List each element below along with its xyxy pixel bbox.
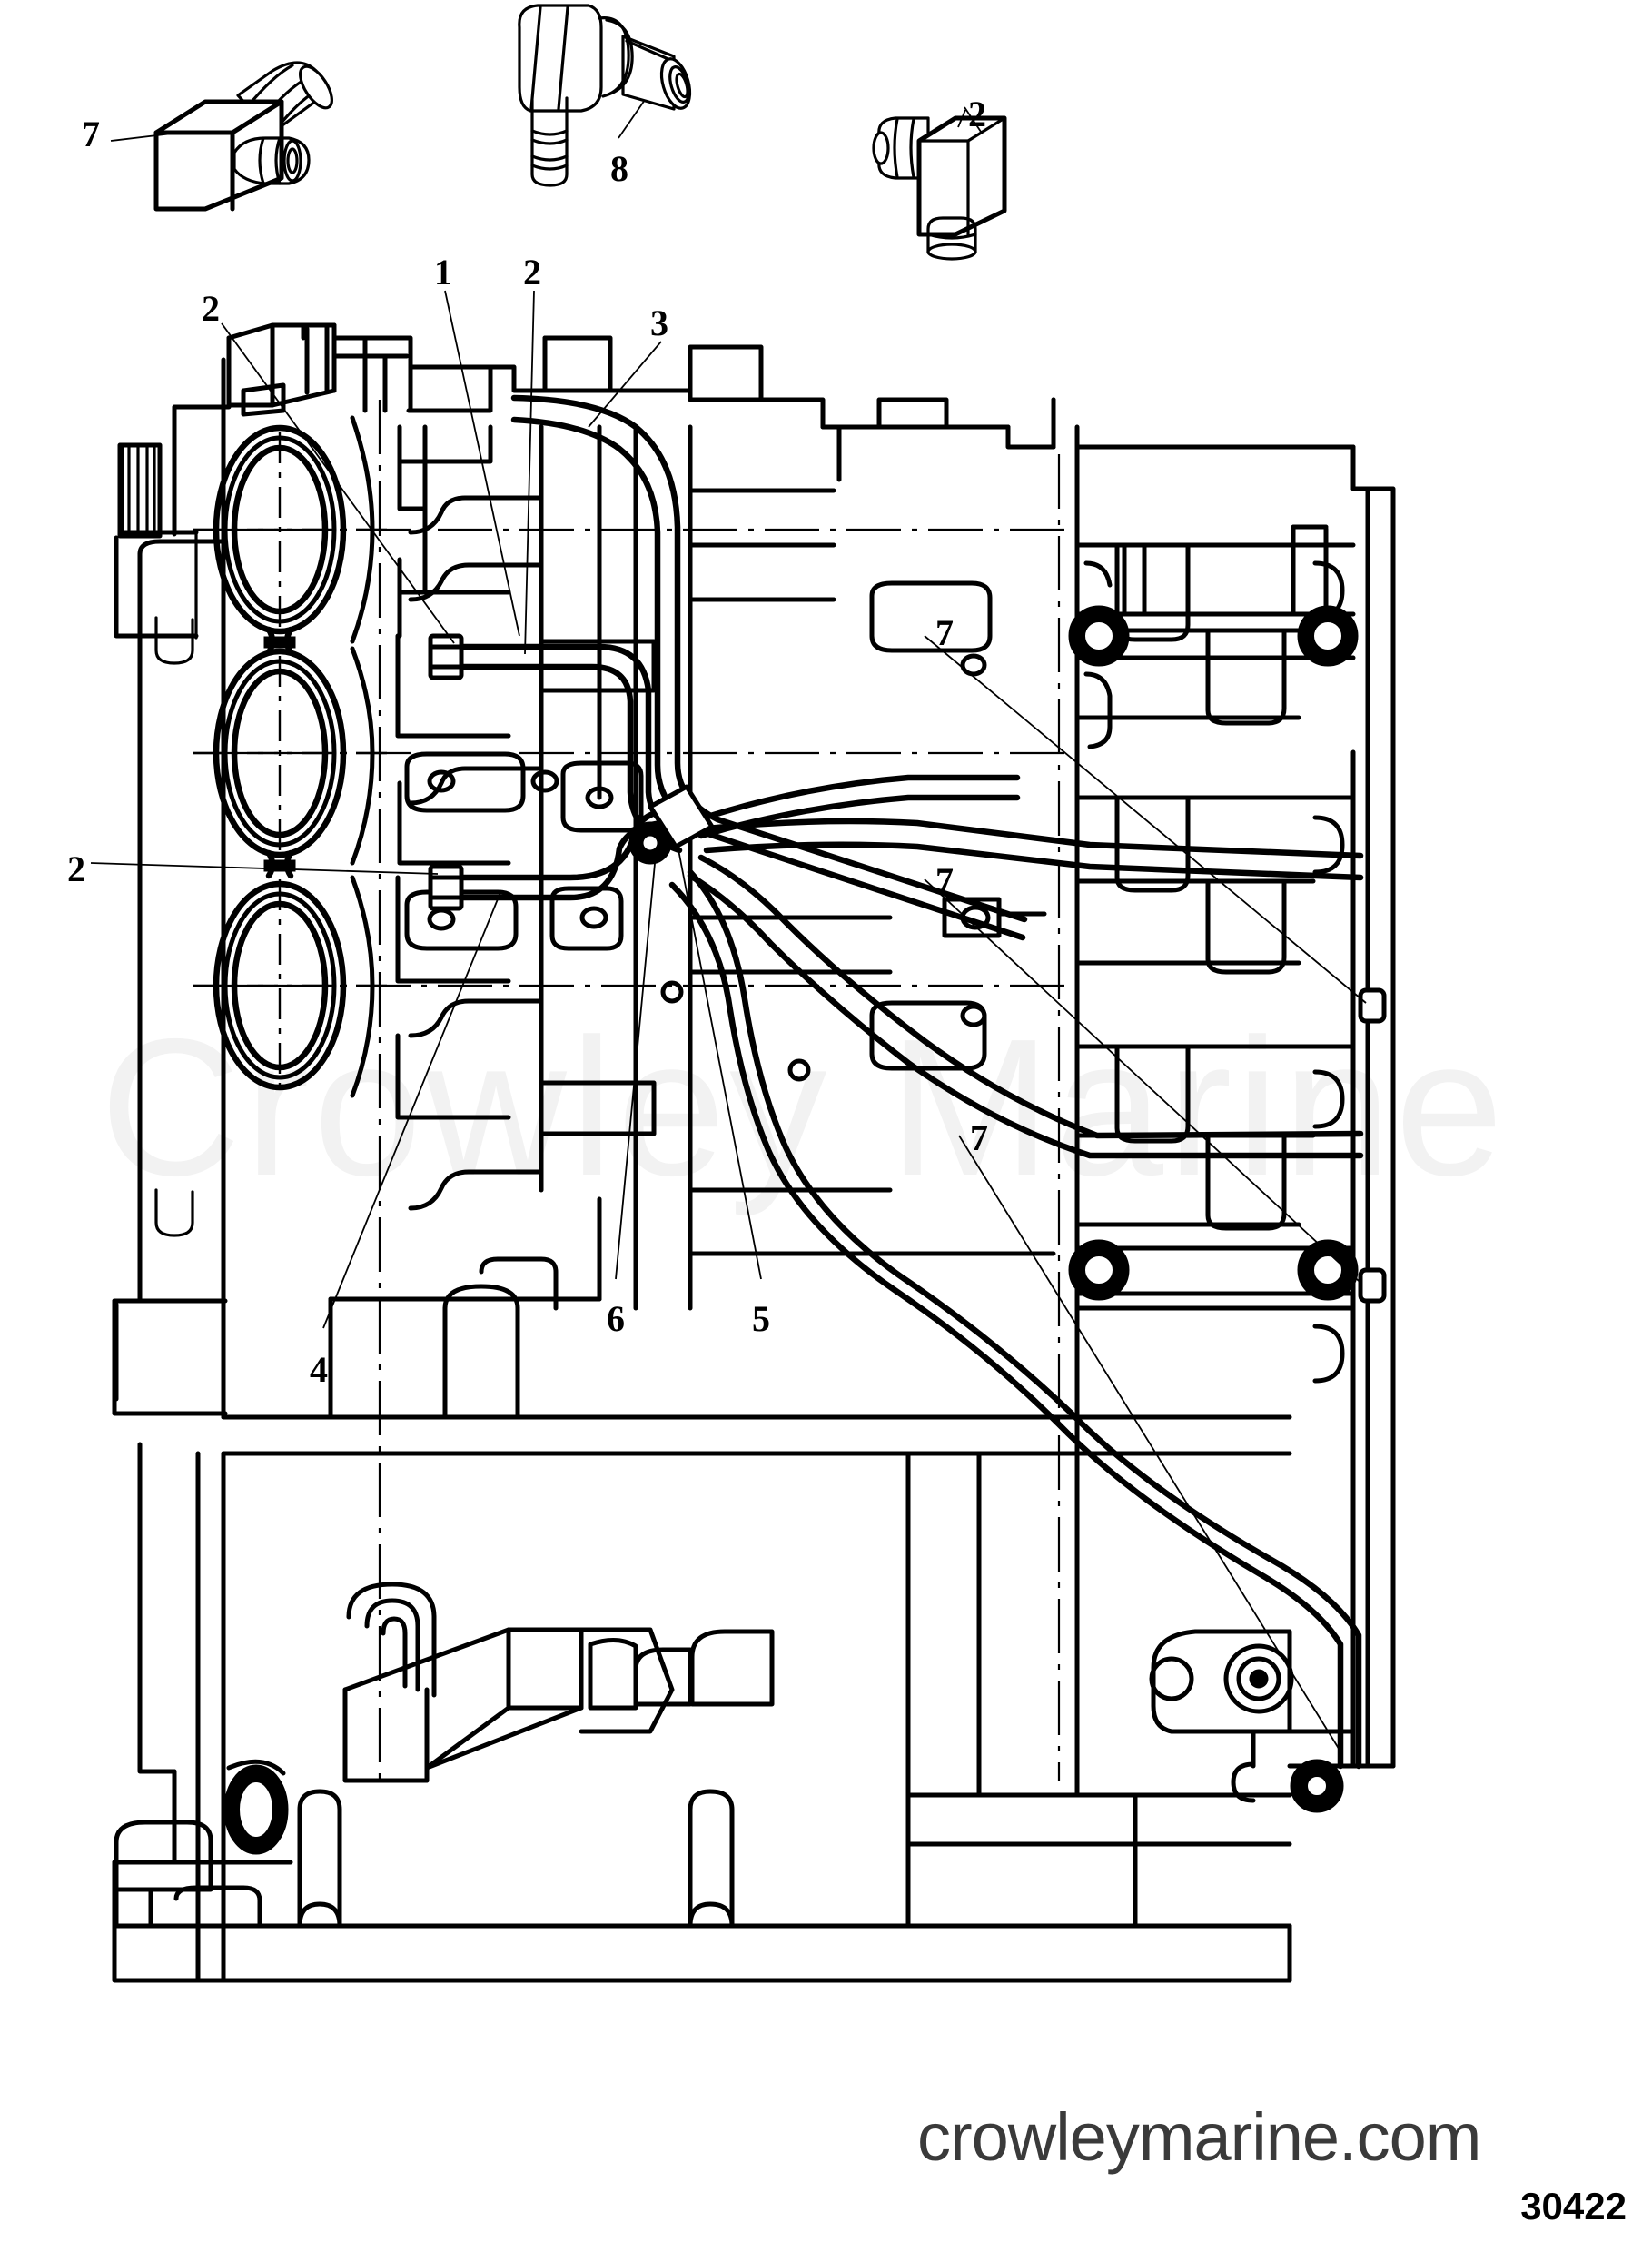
detail-part-8-graphic [518, 4, 692, 187]
callout-6: 6 [607, 1298, 625, 1339]
site-watermark-footer: crowleymarine.com [917, 2099, 1481, 2175]
detail-part-2-graphic [872, 106, 1007, 261]
detail-part-7-graphic [110, 61, 333, 212]
callout-2-left-mid: 2 [67, 848, 85, 889]
callout-7-right-mid: 7 [935, 860, 954, 901]
lower-right-bolt [1231, 1759, 1344, 1813]
detail-callout-2-label: 2 [968, 94, 986, 134]
callout-3: 3 [650, 303, 668, 343]
lower-right-boss [1149, 1629, 1294, 1734]
tee-connector [628, 784, 715, 865]
callout-5: 5 [752, 1298, 770, 1339]
callout-2-top-center: 2 [523, 252, 541, 293]
detail-callout-8-label: 8 [610, 148, 628, 189]
motor-mount-bosses [1068, 605, 1359, 1301]
callout-1: 1 [434, 252, 452, 293]
callout-7-right-lower: 7 [970, 1117, 988, 1158]
callout-7-right-upper: 7 [935, 612, 954, 653]
drawing-number: 30422 [1520, 2185, 1627, 2227]
callout-4: 4 [310, 1349, 328, 1390]
callout-2-top-left: 2 [202, 288, 220, 329]
cylinder-block-assembly [112, 322, 1396, 1983]
crank-seal [223, 1759, 289, 1855]
hose-routing [428, 394, 1364, 1770]
detail-callout-7-label: 7 [82, 114, 100, 154]
boss-holes [427, 653, 987, 1082]
callout-leaders [90, 290, 1367, 1752]
